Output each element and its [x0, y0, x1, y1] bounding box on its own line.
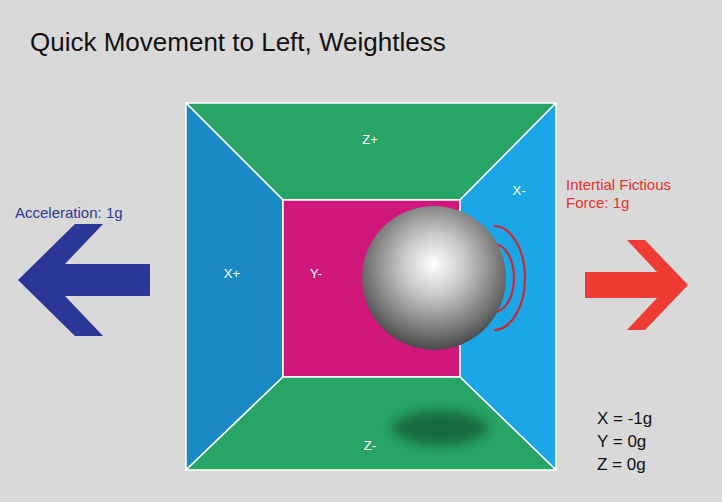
face-fill: [283, 200, 460, 377]
face-label: X-: [513, 184, 526, 198]
acceleration-arrow: [18, 224, 150, 336]
face-label: Z-: [364, 439, 376, 453]
face-label: X+: [224, 267, 240, 281]
axis-value: X = -1g: [597, 409, 652, 429]
acceleration-label: Acceleration: 1g: [15, 204, 123, 222]
force-arrow: [585, 240, 688, 330]
face-label: Y-: [310, 267, 322, 281]
face-shape: [186, 377, 556, 470]
face-fill: [186, 377, 556, 470]
force-label: Intertial Fictious Force: 1g: [566, 176, 706, 212]
face-label: Z+: [362, 133, 378, 147]
ball-shadow: [392, 411, 488, 445]
bottom-face: Z-: [186, 377, 556, 470]
title: Quick Movement to Left, Weightless: [30, 27, 446, 58]
ball: [362, 206, 506, 350]
axis-value: Y = 0g: [597, 432, 646, 452]
axis-value: Z = 0g: [597, 455, 646, 475]
